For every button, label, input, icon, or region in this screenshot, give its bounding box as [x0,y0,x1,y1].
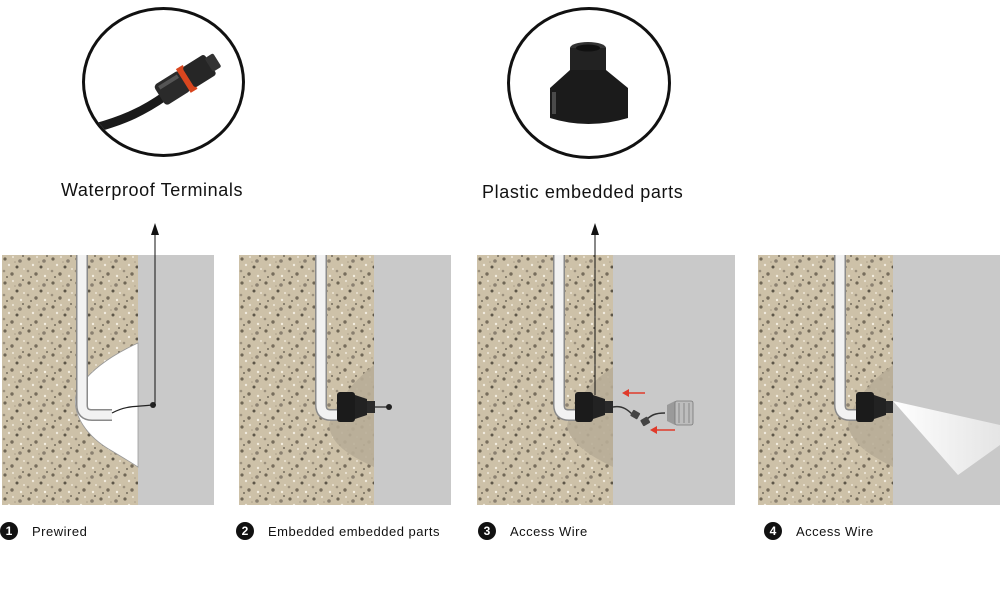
step-3-caption: 3 Access Wire [478,522,588,540]
step-label: Embedded embedded parts [268,523,440,539]
access-cap-icon [667,400,694,426]
waterproof-terminals-label: Waterproof Terminals [61,180,244,200]
step-2-panel [239,255,451,505]
red-arrow-icon [650,426,675,434]
waterproof-terminal-icon [90,53,221,133]
step-1-panel [2,255,214,505]
embedded-part-icon [550,42,628,124]
step-2-caption: 2 Embedded embedded parts [236,522,440,540]
step-label: Prewired [32,523,88,539]
wall-surface [374,255,451,505]
concrete-texture [758,255,893,505]
concrete-texture [477,255,613,505]
step-1-caption: 1 Prewired [0,522,87,540]
step-number-badge: 1 [0,522,18,540]
wall-surface [613,255,735,505]
step-3-panel [477,255,735,505]
embedded-part-icon [337,392,375,422]
step-4-caption: 4 Access Wire [764,522,874,540]
concrete-texture [239,255,374,505]
waterproof-terminal-callout [82,7,245,157]
embedded-part-icon [856,392,893,422]
step-number-badge: 4 [764,522,782,540]
red-arrow-icon [622,389,645,397]
step-label: Access Wire [796,523,874,539]
step-4-panel [758,255,1000,505]
wall-surface [138,255,214,505]
step-label: Access Wire [510,523,588,539]
plastic-embedded-parts-label: Plastic embedded parts [482,182,684,202]
wall-surface [893,255,1000,505]
embedded-part-icon [575,392,613,422]
embedded-part-callout [507,7,671,159]
step-number-badge: 3 [478,522,496,540]
light-beam [893,401,1000,475]
step-number-badge: 2 [236,522,254,540]
